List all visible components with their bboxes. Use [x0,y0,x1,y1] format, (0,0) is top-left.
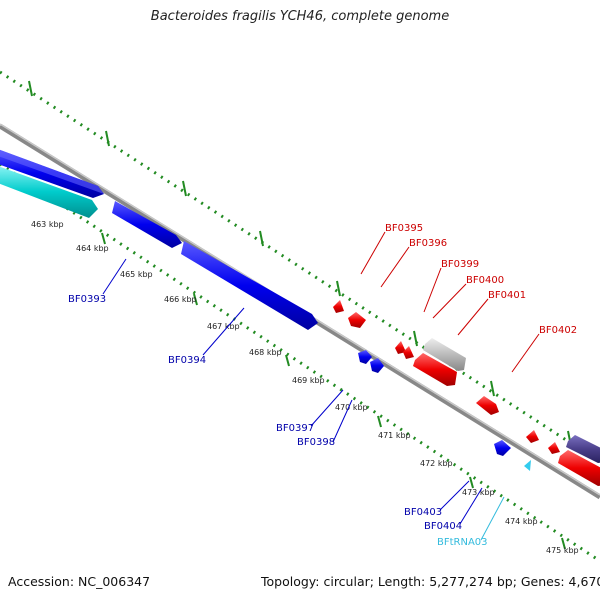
gene-bf0396-arrow [348,312,366,328]
gene-other-purple [566,435,600,463]
kbp-label: 474 kbp [505,517,538,526]
gene-label-bf0396[interactable]: BF0396 [409,238,447,249]
gene-label-bf0402[interactable]: BF0402 [539,325,577,336]
kbp-label: 475 kbp [546,546,579,555]
gene-bf0394a-arrow [112,201,182,248]
gene-bf0400-arrow [403,346,414,359]
kbp-label: 470 kbp [335,403,368,412]
gene-label-bf0400[interactable]: BF0400 [466,275,504,286]
outer-major-ticks [28,80,572,447]
gene-label-bf0399[interactable]: BF0399 [441,259,479,270]
kbp-label: 471 kbp [378,431,411,440]
gene-red-small-a [526,430,539,443]
kbp-label: 467 kbp [207,322,240,331]
trna-bar [0,166,98,218]
kbp-label: 465 kbp [120,270,153,279]
gene-label-bf0398[interactable]: BF0398 [297,437,335,448]
gene-bf0398-arrow [370,358,384,373]
kbp-label: 472 kbp [420,459,453,468]
gene-label-bftrna03[interactable]: BFtRNA03 [437,537,488,548]
gene-red-small-b [548,442,560,454]
pseudo-gene-bar [423,338,466,371]
kbp-label: 464 kbp [76,244,109,253]
gene-bf0399-arrow [395,341,406,354]
outer-tick-track [0,70,600,464]
gene-label-bf0403[interactable]: BF0403 [404,507,442,518]
gene-label-bf0395[interactable]: BF0395 [385,223,423,234]
gene-label-bf0397[interactable]: BF0397 [276,423,314,434]
accession-label: Accession: NC_006347 [8,574,151,589]
kbp-label: 469 kbp [292,376,325,385]
kbp-label: 473 kbp [462,488,495,497]
kbp-label: 466 kbp [164,295,197,304]
gene-bf0397-arrow [358,350,372,364]
gene-label-bf0401[interactable]: BF0401 [488,290,526,301]
kbp-label: 468 kbp [249,348,282,357]
gene-red-long [558,450,600,486]
trna-bftrna03-marker [524,460,531,471]
gene-label-bf0393[interactable]: BF0393 [68,294,106,305]
gene-label-bf0404[interactable]: BF0404 [424,521,462,532]
label-leader-lines [102,231,540,541]
genome-title: Bacteroides fragilis YCH46, complete gen… [150,9,450,24]
gene-bf0393-arrow [0,149,104,198]
topology-label: Topology: circular; Length: 5,277,274 bp… [261,574,600,589]
gene-bf0401-arrow [413,353,457,386]
gene-label-bf0394[interactable]: BF0394 [168,355,206,366]
gene-bf0402-arrow [476,396,499,415]
gene-bf0394b-arrow [181,241,318,330]
gene-bf0403-arrow [494,440,511,456]
kbp-label: 463 kbp [31,220,64,229]
inner-tick-track [0,162,600,563]
gene-bf0395-arrow [333,300,344,313]
